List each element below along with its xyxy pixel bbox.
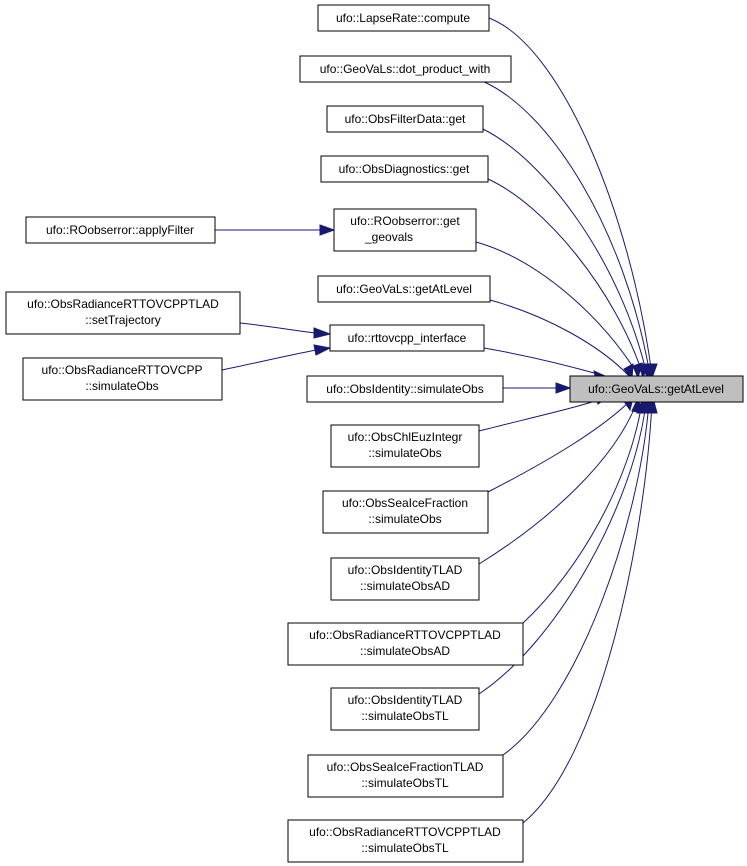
edge-roget-to-target <box>475 241 643 380</box>
node-rttovtladad-label-1: ufo::ObsRadianceRTTOVCPPTLAD <box>309 628 501 642</box>
node-getatlevel2-label-1: ufo::GeoVaLs::getAtLevel <box>336 282 472 296</box>
edge-rttovsim-to-rttovif <box>221 344 332 371</box>
edge-identity-to-target <box>503 382 572 394</box>
node-filterdata-label-1: ufo::ObsFilterData::get <box>345 112 466 126</box>
node-lapse-label-1: ufo::LapseRate::compute <box>336 11 470 25</box>
node-obsdiagnostics-get[interactable]: ufo::ObsDiagnostics::get <box>320 155 489 183</box>
node-rttovtlad-simulateobsad[interactable]: ufo::ObsRadianceRTTOVCPPTLAD ::simulateO… <box>287 622 524 666</box>
node-settraj-label-1: ufo::ObsRadianceRTTOVCPPTLAD <box>27 297 219 311</box>
node-chleuz-label-1: ufo::ObsChlEuzIntegr <box>348 430 463 444</box>
node-roget-label-2: _geovals <box>364 230 413 244</box>
node-rttovtladtl-label-2: ::simulateObsTL <box>361 841 449 855</box>
edge-applyfilter-to-roget <box>215 224 336 236</box>
edge-rttovif-to-target <box>483 347 609 381</box>
node-seaice-label-2: ::simulateObs <box>368 512 441 526</box>
edge-filterdata-to-target <box>482 128 653 380</box>
node-geovals-getatlevel-2[interactable]: ufo::GeoVaLs::getAtLevel <box>317 275 491 303</box>
node-idtladad-label-1: ufo::ObsIdentityTLAD <box>348 563 463 577</box>
node-chleuz-label-2: ::simulateObs <box>368 446 441 460</box>
node-rttovsim-label-1: ufo::ObsRadianceRTTOVCPP <box>42 363 203 377</box>
node-rttovtladtl-label-1: ufo::ObsRadianceRTTOVCPPTLAD <box>309 825 501 839</box>
edge-diagnostics-to-target <box>487 178 649 380</box>
edge-seaicetl-to-target <box>502 396 655 756</box>
node-target-label-1: ufo::GeoVaLs::getAtLevel <box>588 382 724 396</box>
node-target[interactable]: ufo::GeoVaLs::getAtLevel <box>569 375 744 403</box>
node-obsidentitytlad-simulateobstl[interactable]: ufo::ObsIdentityTLAD ::simulateObsTL <box>330 687 480 731</box>
node-rttovsim-label-2: ::simulateObs <box>85 379 158 393</box>
node-obsidentitytlad-simulateobsad[interactable]: ufo::ObsIdentityTLAD ::simulateObsAD <box>330 557 480 601</box>
graph-edges <box>215 17 658 824</box>
node-seaicetl-label-2: ::simulateObsTL <box>361 776 449 790</box>
edge-settraj-to-rttovif <box>239 322 332 339</box>
node-idtladad-label-2: ::simulateObsAD <box>360 579 450 593</box>
node-roobserror-applyfilter[interactable]: ufo::ROobserror::applyFilter <box>25 216 216 244</box>
edge-getatlevel2-to-target <box>489 299 634 381</box>
node-idtladtl-label-1: ufo::ObsIdentityTLAD <box>348 693 463 707</box>
node-identity-label-1: ufo::ObsIdentity::simulateObs <box>326 382 483 396</box>
node-roget-label-1: ufo::ROobserror::get <box>350 214 460 228</box>
node-dot-product-with[interactable]: ufo::GeoVaLs::dot_product_with <box>299 55 512 83</box>
node-obsidentity-simulateobs[interactable]: ufo::ObsIdentity::simulateObs <box>306 375 504 403</box>
edge-seaice-to-target <box>487 397 634 493</box>
edge-rttovtladtl-to-target <box>522 396 658 824</box>
node-obsseaicefractiontlad-simulateobstl[interactable]: ufo::ObsSeaIceFractionTLAD ::simulateObs… <box>307 754 504 798</box>
edge-idtladad-to-target <box>478 396 643 565</box>
node-settraj-label-2: ::setTrajectory <box>85 313 161 327</box>
node-rttovcpp-interface[interactable]: ufo::rttovcpp_interface <box>329 324 485 352</box>
node-seaice-label-1: ufo::ObsSeaIceFraction <box>342 496 468 510</box>
node-roobserror-get-geovals[interactable]: ufo::ROobserror::get _geovals <box>333 208 477 252</box>
node-diagnostics-label-1: ufo::ObsDiagnostics::get <box>339 162 470 176</box>
node-dot-label-1: ufo::GeoVaLs::dot_product_with <box>320 62 491 76</box>
edge-dot-to-target <box>481 80 656 380</box>
node-rttovtlad-simulateobstl[interactable]: ufo::ObsRadianceRTTOVCPPTLAD ::simulateO… <box>287 819 524 863</box>
node-obschleuzintegr-simulateobs[interactable]: ufo::ObsChlEuzIntegr ::simulateObs <box>330 424 480 468</box>
node-settrajectory[interactable]: ufo::ObsRadianceRTTOVCPPTLAD ::setTrajec… <box>5 291 241 335</box>
node-idtladtl-label-2: ::simulateObsTL <box>361 709 449 723</box>
node-rttovif-label-1: ufo::rttovcpp_interface <box>348 331 467 345</box>
node-seaicetl-label-1: ufo::ObsSeaIceFractionTLAD <box>327 760 484 774</box>
node-rttovtladad-label-2: ::simulateObsAD <box>360 644 450 658</box>
node-obsseaicefraction-simulateobs[interactable]: ufo::ObsSeaIceFraction ::simulateObs <box>322 490 489 534</box>
edge-rttovtladad-to-target <box>522 396 648 624</box>
node-rttovcpp-simulateobs[interactable]: ufo::ObsRadianceRTTOVCPP ::simulateObs <box>22 357 223 401</box>
node-lapse-rate-compute[interactable]: ufo::LapseRate::compute <box>317 4 490 32</box>
node-applyfilter-label-1: ufo::ROobserror::applyFilter <box>46 223 194 237</box>
node-obsfilterdata-get[interactable]: ufo::ObsFilterData::get <box>326 105 484 133</box>
